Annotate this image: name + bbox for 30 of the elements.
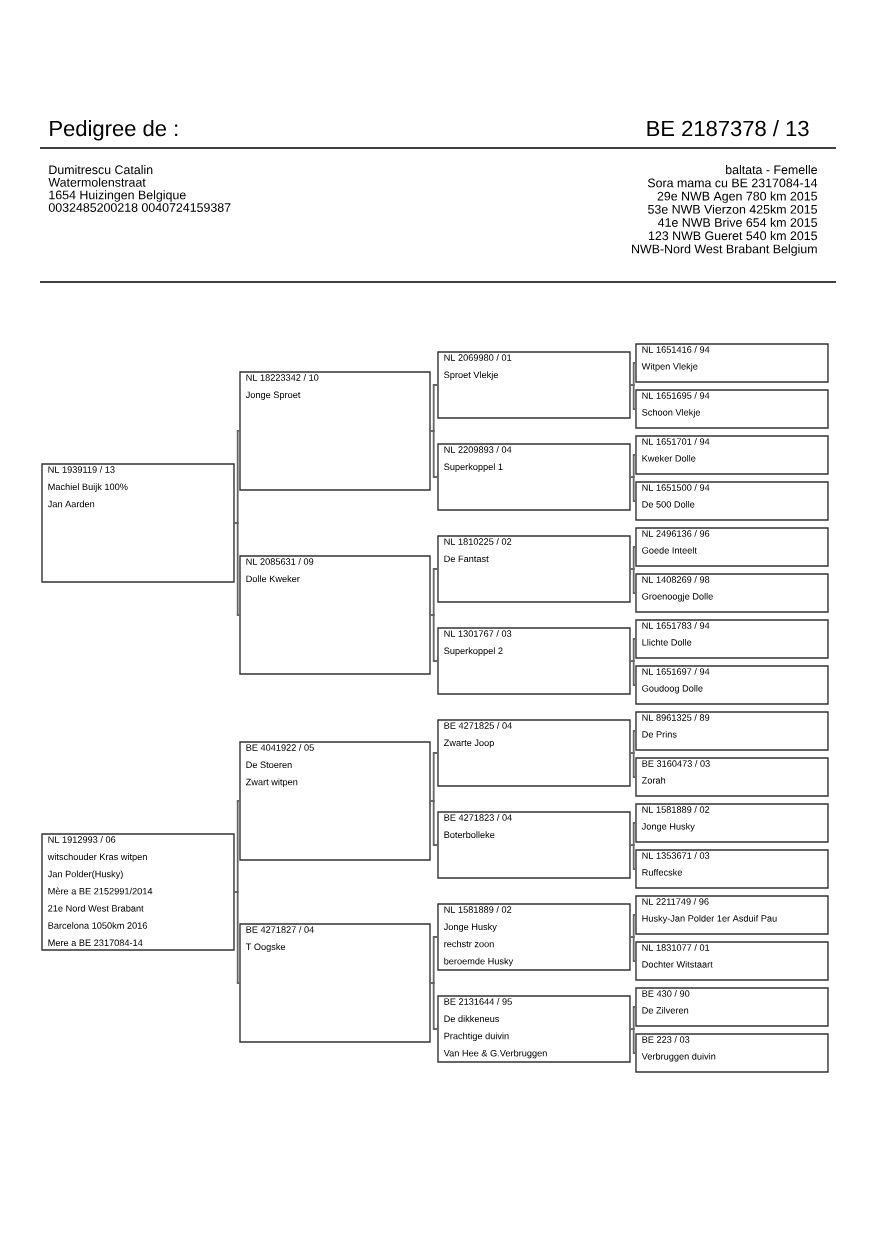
bracket-line [429, 614, 439, 662]
bracket-line [629, 730, 637, 754]
bracket-line [629, 1028, 637, 1054]
bracket-line [629, 546, 637, 570]
bracket-line [429, 568, 439, 616]
bracket-line [429, 752, 439, 802]
bracket-line [629, 476, 637, 502]
bracket-line [629, 752, 637, 778]
page-title: Pedigree de : [50, 120, 178, 141]
bracket-line [233, 800, 241, 893]
bracket-line [429, 384, 439, 432]
bracket-line [629, 362, 637, 386]
bracket-line [233, 522, 241, 616]
bracket-line [629, 936, 637, 962]
bracket-line [629, 914, 637, 938]
bracket-line [629, 384, 637, 410]
bracket-line [233, 430, 241, 524]
bracket-line [233, 891, 241, 984]
bracket-line [429, 936, 439, 984]
bracket-line [629, 1006, 637, 1030]
bracket-line [429, 800, 439, 846]
bracket-line [629, 822, 637, 846]
bracket-line [629, 568, 637, 594]
bracket-line [629, 844, 637, 870]
bracket-line [629, 638, 637, 662]
bracket-line [629, 660, 637, 686]
bracket-line [429, 982, 439, 1030]
bracket-line [429, 430, 439, 478]
bracket-line [629, 454, 637, 478]
ring-number: BE 2187378 / 13 [647, 120, 809, 137]
